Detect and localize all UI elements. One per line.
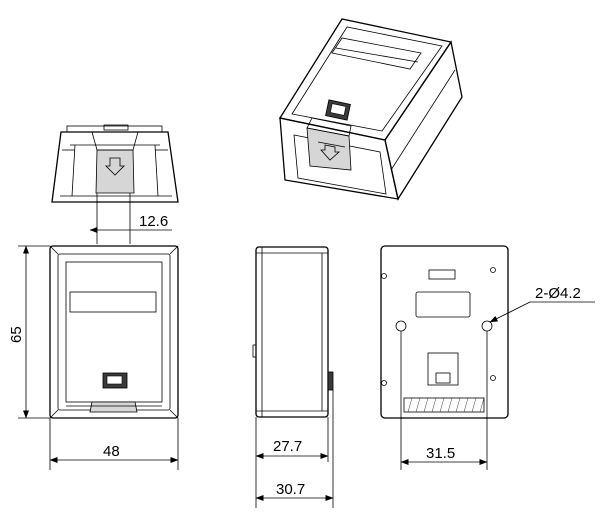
isometric-view [278, 18, 463, 201]
dimension-width: 48 [103, 443, 120, 460]
dimension-height: 65 [8, 326, 25, 343]
back-view [380, 245, 595, 470]
top-view [51, 124, 179, 244]
dimension-depth-body: 27.7 [273, 438, 302, 455]
hole-callout: 2-Ø4.2 [535, 285, 581, 302]
dimension-depth-total: 30.7 [276, 481, 305, 498]
side-view [252, 246, 334, 508]
dimension-hole-spacing: 31.5 [426, 445, 455, 462]
dimension-slot-width: 12.6 [139, 213, 168, 230]
front-view [18, 245, 179, 470]
